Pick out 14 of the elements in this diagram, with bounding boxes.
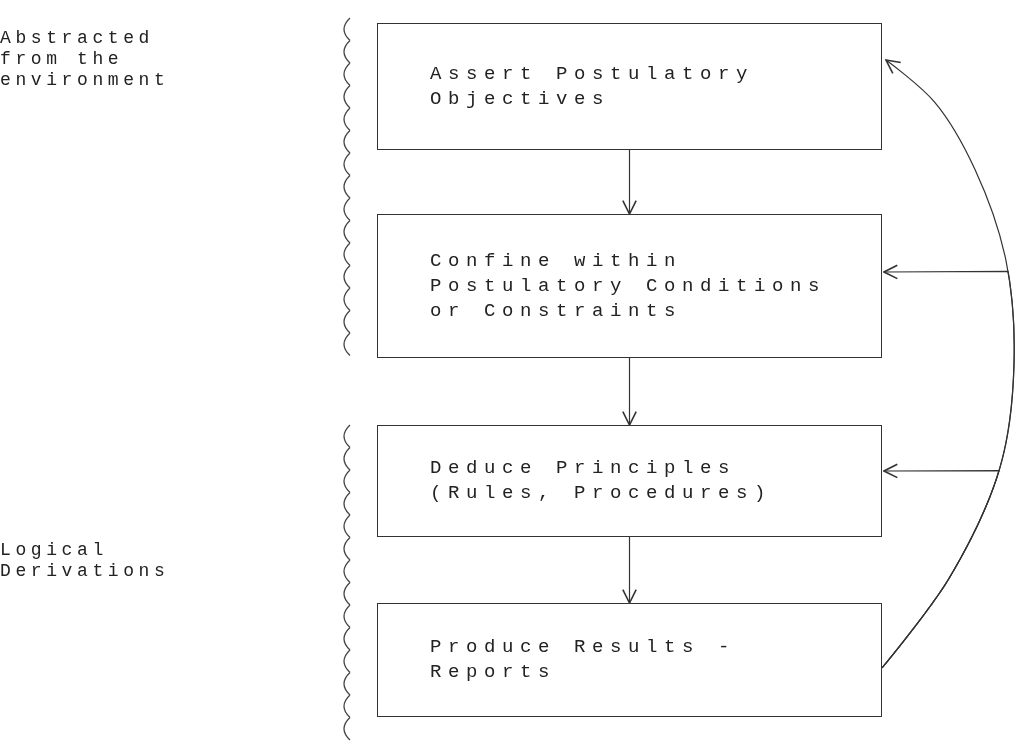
process-box bbox=[377, 603, 882, 717]
side-label: Abstracted from the environment bbox=[0, 28, 171, 91]
box-text: Assert Postulatory Objectives bbox=[430, 61, 756, 112]
arrow bbox=[622, 357, 637, 426]
process-box bbox=[377, 23, 882, 150]
process-box bbox=[377, 214, 882, 358]
side-label: Logical Derivations bbox=[0, 540, 171, 582]
arrow bbox=[622, 536, 637, 604]
arrow bbox=[622, 149, 637, 215]
box-text: Confine within Postulatory Conditions or Constraints bbox=[430, 248, 828, 324]
process-box bbox=[377, 425, 882, 537]
box-text: Deduce Principles (Rules, Procedures) bbox=[430, 456, 774, 506]
box-text: Produce Results - Reports bbox=[430, 635, 738, 685]
arrow bbox=[881, 463, 1000, 669]
